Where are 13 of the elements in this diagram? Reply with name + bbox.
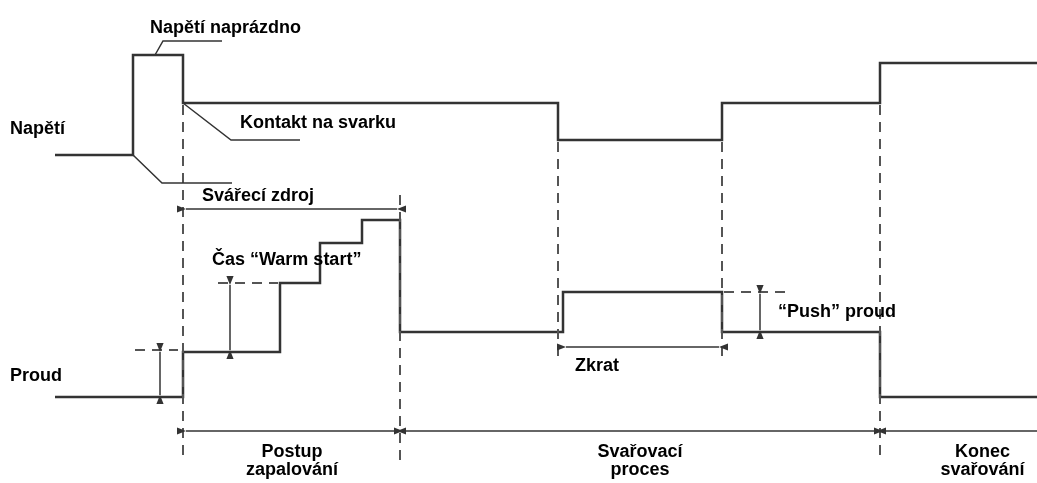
- phase-label: Postup zapalování: [245, 442, 340, 478]
- callout-label: Svářecí zdroj: [202, 184, 315, 207]
- axis-label: Napětí: [10, 117, 65, 140]
- phase-label: Konec svařování: [939, 442, 1026, 478]
- axis-label: “Push” proud: [778, 300, 896, 323]
- axis-label: Proud: [10, 364, 62, 387]
- axis-label: Zkrat: [575, 354, 619, 377]
- leader-line: [182, 102, 301, 141]
- phase-label: Svařovací proces: [596, 442, 684, 478]
- callout-label: Napětí naprázdno: [150, 16, 301, 39]
- leader-line: [154, 40, 223, 56]
- callout-label: Kontakt na svarku: [240, 111, 397, 134]
- leader-line: [132, 154, 233, 184]
